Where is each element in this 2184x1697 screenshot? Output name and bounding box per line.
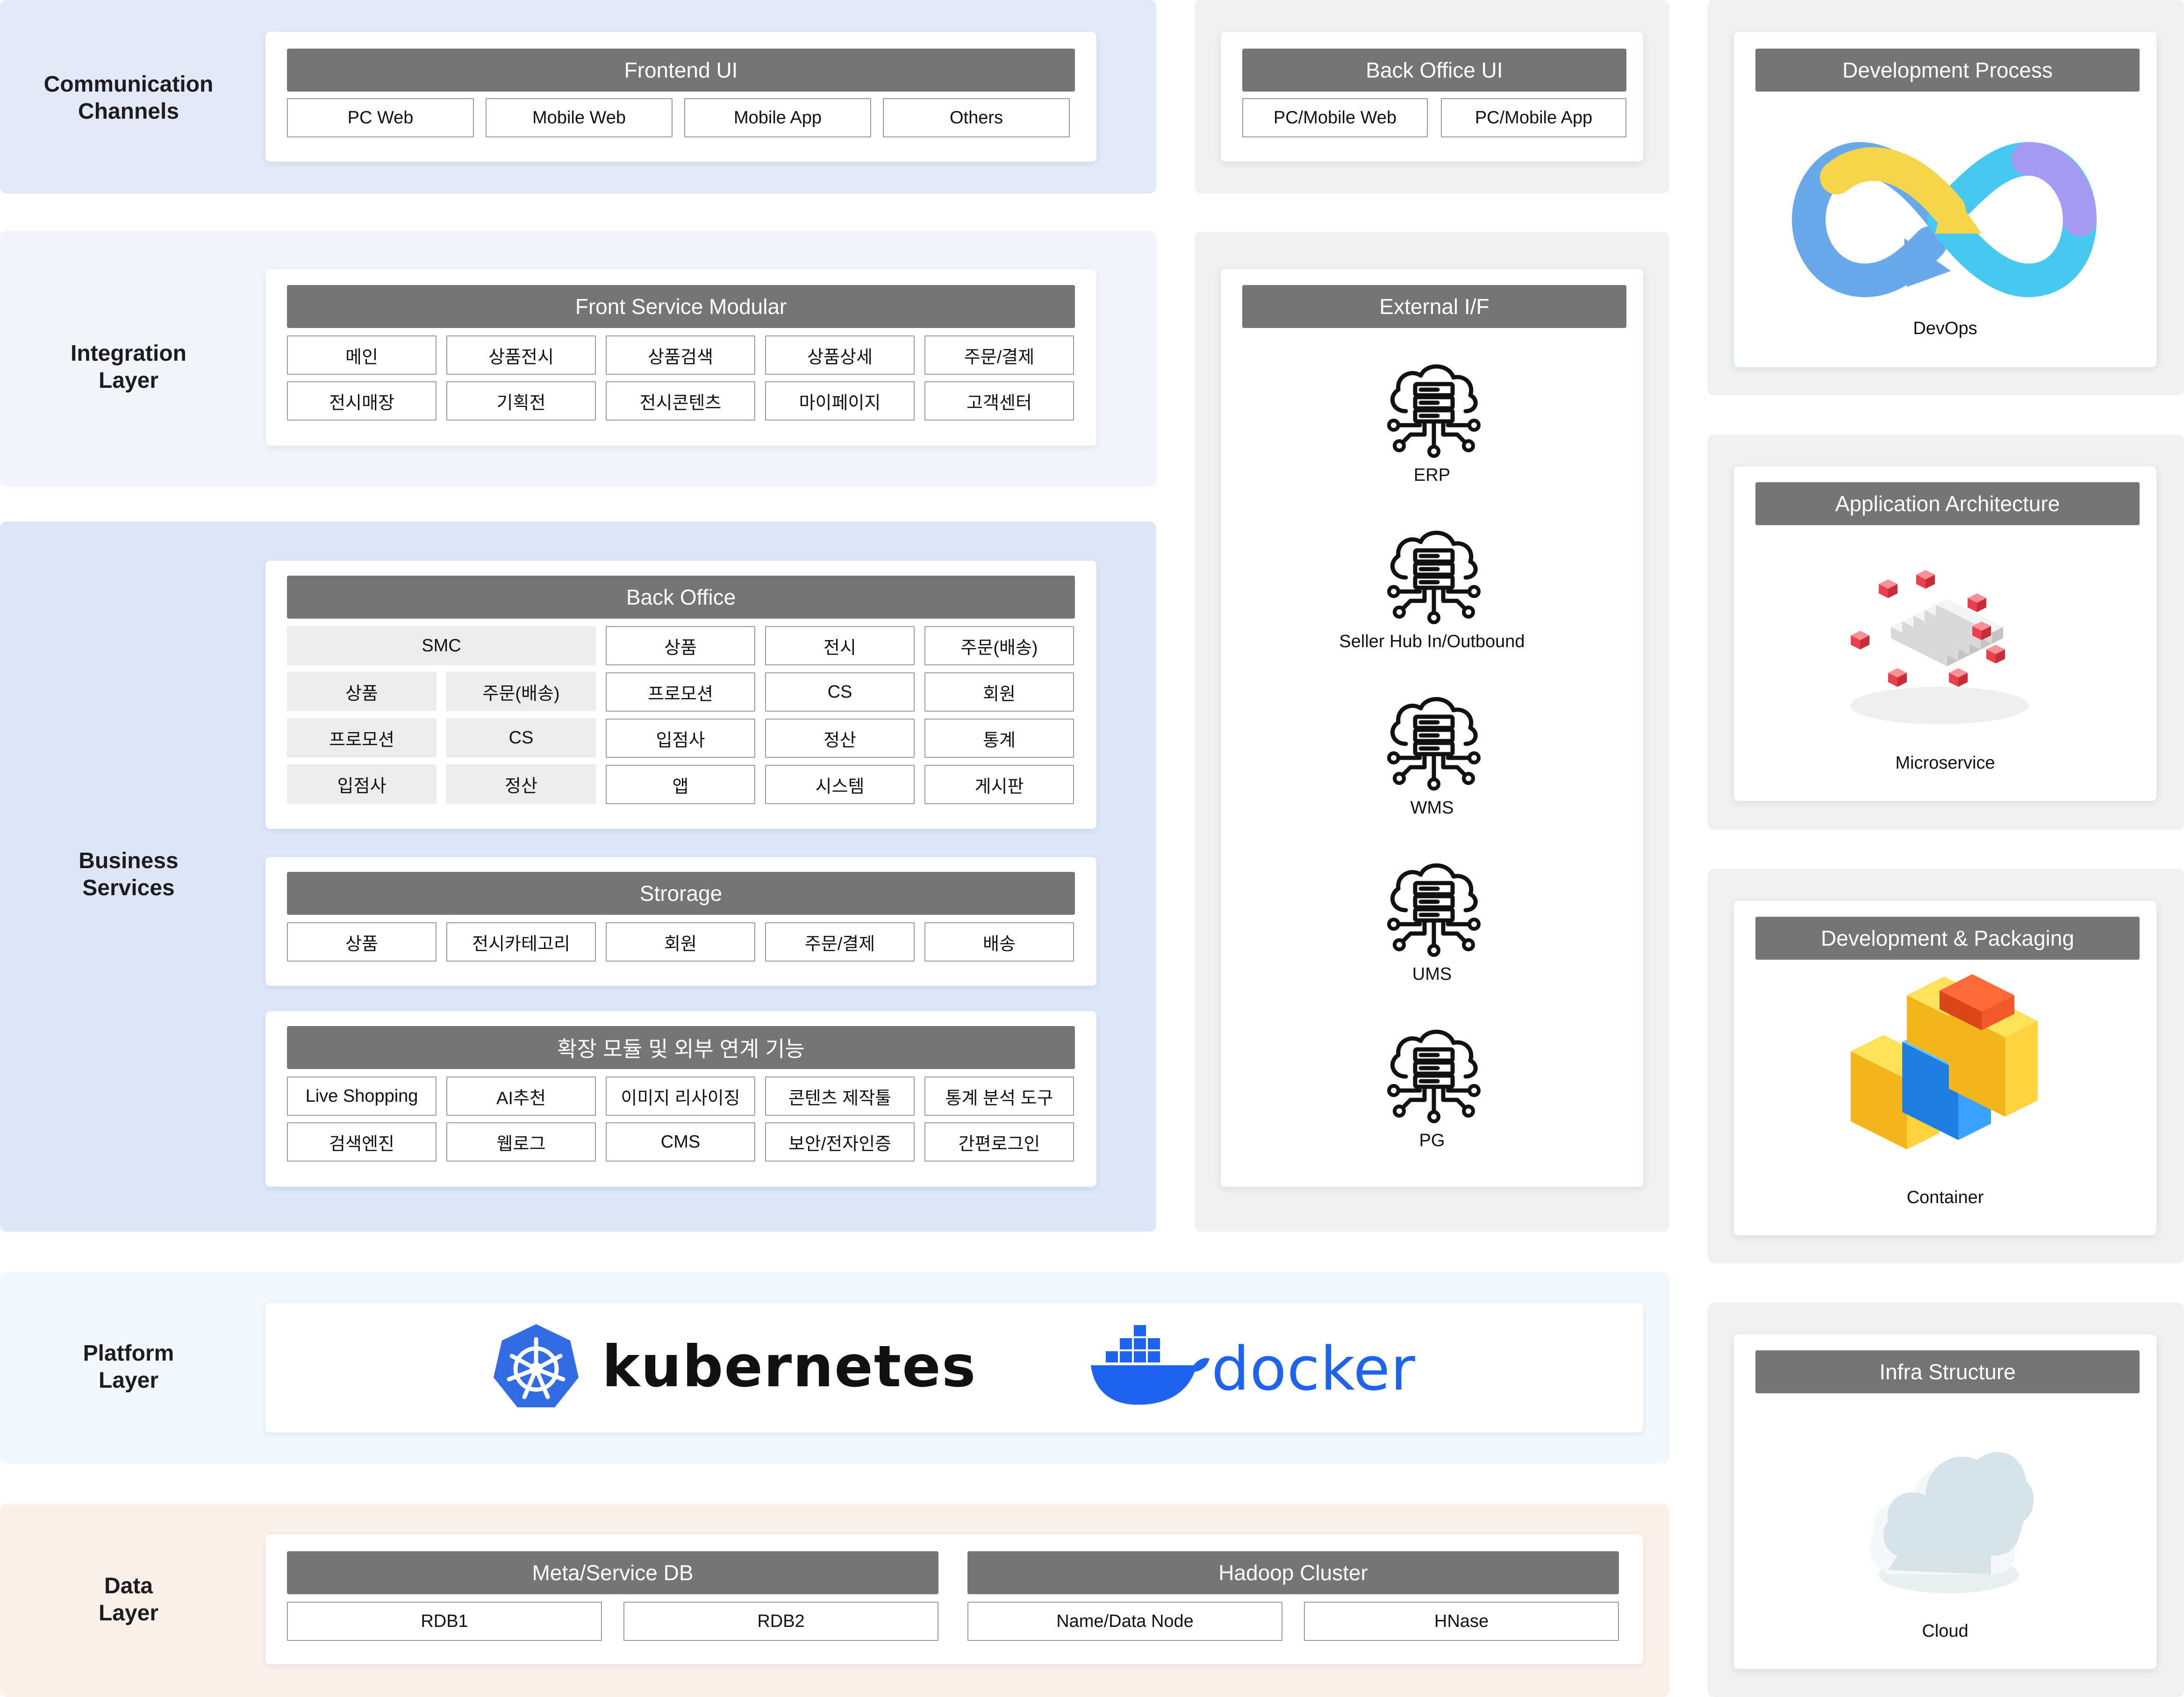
layer-label-data: Data Layer — [98, 1574, 159, 1626]
smc-item: CS — [446, 718, 596, 757]
extension-item: 간편로그인 — [924, 1122, 1074, 1162]
back-office-item: 주문(배송) — [924, 626, 1074, 665]
microservice-cubes-icon — [1851, 570, 2028, 724]
devops-title: Development Process — [1755, 49, 2140, 92]
back-office-item: 게시판 — [924, 765, 1074, 804]
kubernetes-wordmark: kubernetes — [602, 1333, 977, 1400]
back-office-item: 시스템 — [765, 765, 915, 804]
layer-label-platform: Platform Layer — [83, 1341, 174, 1393]
extension-item: Live Shopping — [287, 1077, 437, 1116]
cloud-caption: Cloud — [1922, 1621, 1969, 1641]
microservice-title: Application Architecture — [1755, 482, 2140, 525]
devops-caption: DevOps — [1913, 319, 1977, 338]
extension-item: 이미지 리사이징 — [606, 1077, 755, 1116]
frontend-ui-item: Others — [883, 98, 1070, 137]
cloud-server-icon — [1382, 521, 1485, 624]
back-office-item: 상품 — [606, 626, 755, 665]
hadoop-item: HNase — [1304, 1602, 1619, 1641]
microservice-caption: Microservice — [1895, 753, 1995, 773]
meta-db-title: Meta/Service DB — [287, 1551, 938, 1594]
kubernetes-helm-icon — [494, 1324, 579, 1407]
backoffice-ui-title: Back Office UI — [1242, 49, 1626, 92]
platform-card — [265, 1303, 1643, 1433]
frontend-ui-title: Frontend UI — [287, 49, 1075, 92]
front-service-item: 고객센터 — [924, 381, 1074, 421]
meta-db-item: RDB2 — [623, 1602, 938, 1641]
front-service-item: 전시매장 — [287, 381, 437, 421]
cloud-server-icon — [1382, 688, 1485, 791]
docker-wordmark: docker — [1211, 1334, 1416, 1404]
cloud-title: Infra Structure — [1755, 1350, 2140, 1393]
front-service-item: 주문/결제 — [924, 335, 1074, 375]
cloud-icon — [1869, 1452, 2034, 1593]
front-service-item: 메인 — [287, 335, 437, 375]
storage-item: 주문/결제 — [765, 922, 915, 962]
extension-item: 콘텐츠 제작툴 — [765, 1077, 915, 1116]
external-if-item-label: UMS — [1412, 964, 1452, 984]
front-service-title: Front Service Modular — [287, 285, 1075, 328]
back-office-item: 앱 — [606, 765, 755, 804]
back-office-item: 회원 — [924, 672, 1074, 712]
external-if-title: External I/F — [1242, 285, 1626, 328]
front-service-item: 마이페이지 — [765, 381, 915, 421]
back-office-item: CS — [765, 672, 915, 712]
container-blocks-icon — [1851, 974, 2038, 1149]
back-office-item: 프로모션 — [606, 672, 755, 712]
backoffice-ui-item: PC/Mobile Web — [1242, 98, 1428, 137]
front-service-item: 전시콘텐츠 — [606, 381, 755, 421]
front-service-item: 상품상세 — [765, 335, 915, 375]
smc-item: 주문(배송) — [446, 672, 596, 711]
storage-item: 상품 — [287, 922, 437, 962]
smc-item: 프로모션 — [287, 718, 437, 757]
extension-item: 검색엔진 — [287, 1122, 437, 1162]
layer-label-communication: Communication Channels — [43, 72, 214, 124]
cloud-server-icon — [1382, 1020, 1485, 1123]
storage-item: 전시카테고리 — [446, 922, 596, 962]
extension-item: 보안/전자인증 — [765, 1122, 915, 1162]
front-service-item: 상품전시 — [446, 335, 596, 375]
cloud-server-icon — [1382, 854, 1485, 957]
external-if-item-label: WMS — [1410, 798, 1454, 818]
frontend-ui-item: Mobile Web — [486, 98, 673, 137]
devops-infinity-icon — [1791, 142, 2097, 298]
frontend-ui-item: Mobile App — [684, 98, 871, 137]
docker-whale-icon — [1091, 1325, 1210, 1405]
container-title: Development & Packaging — [1755, 917, 2140, 960]
back-office-item: 입점사 — [606, 719, 755, 758]
cloud-server-icon — [1382, 355, 1485, 458]
external-if-item-label: ERP — [1413, 465, 1451, 485]
back-office-item: 전시 — [765, 626, 915, 665]
docker-logo: docker — [1089, 1322, 1472, 1411]
extension-item: CMS — [606, 1122, 755, 1162]
front-service-item: 기획전 — [446, 381, 596, 421]
hadoop-item: Name/Data Node — [967, 1602, 1282, 1641]
frontend-ui-item: PC Web — [287, 98, 474, 137]
external-if-item-label: PG — [1419, 1131, 1445, 1150]
container-caption: Container — [1906, 1188, 1984, 1207]
smc-item: 상품 — [287, 672, 437, 711]
kubernetes-logo: kubernetes — [492, 1322, 976, 1411]
storage-item: 회원 — [606, 922, 755, 962]
backoffice-ui-item: PC/Mobile App — [1441, 98, 1626, 137]
extension-item: 웹로그 — [446, 1122, 596, 1162]
storage-item: 배송 — [924, 922, 1074, 962]
smc-item: 정산 — [446, 764, 596, 804]
extension-item: AI추천 — [446, 1077, 596, 1116]
front-service-item: 상품검색 — [606, 335, 755, 375]
smc-header: SMC — [287, 626, 596, 665]
back-office-title: Back Office — [287, 576, 1075, 619]
meta-db-item: RDB1 — [287, 1602, 602, 1641]
smc-item: 입점사 — [287, 764, 437, 804]
extension-title: 확장 모듈 및 외부 연계 기능 — [287, 1026, 1075, 1069]
back-office-item: 정산 — [765, 719, 915, 758]
storage-title: Strorage — [287, 872, 1075, 915]
hadoop-title: Hadoop Cluster — [967, 1551, 1619, 1594]
layer-label-integration: Integration Layer — [71, 341, 186, 393]
layer-label-business: Business Services — [79, 848, 179, 900]
back-office-item: 통계 — [924, 719, 1074, 758]
external-if-item-label: Seller Hub In/Outbound — [1339, 632, 1525, 651]
extension-item: 통계 분석 도구 — [924, 1077, 1074, 1116]
